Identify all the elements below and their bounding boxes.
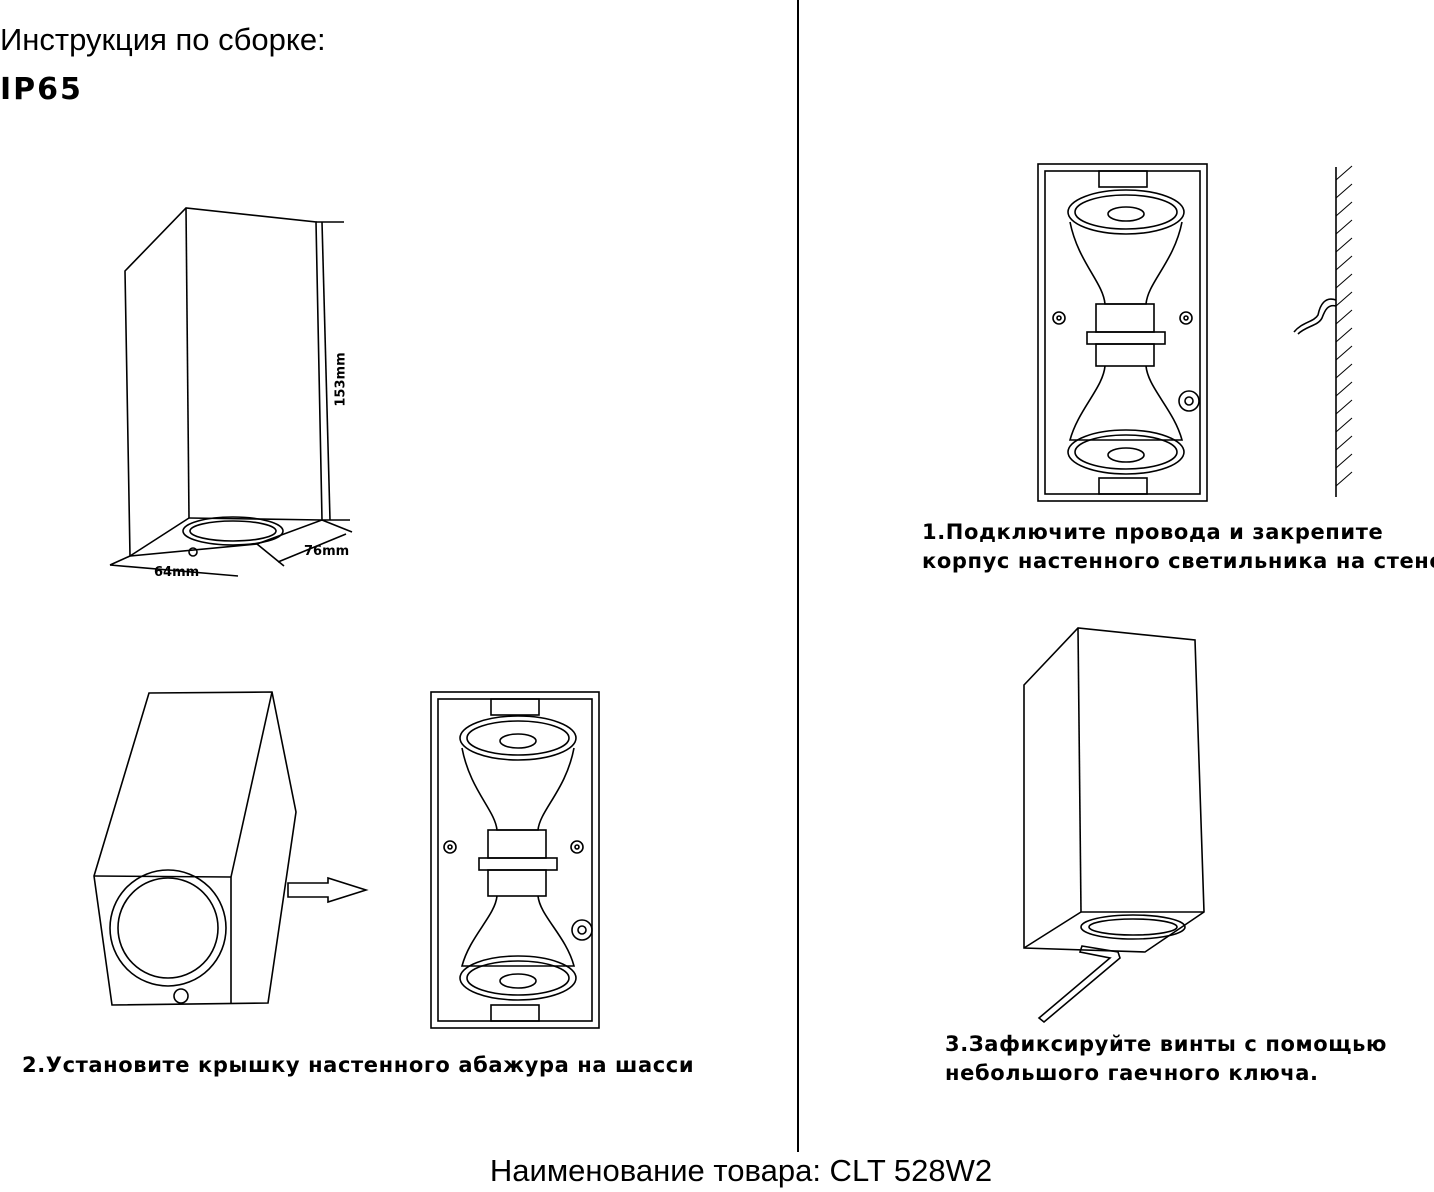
step-2-caption: 2.Установите крышку настенного абажура н…: [22, 1051, 694, 1080]
cover-drawing: [93, 691, 369, 1006]
depth-dimension: 76mm: [304, 544, 350, 559]
dimension-drawing: [109, 207, 353, 577]
ip-rating: IP65: [0, 72, 83, 107]
lamp-key-drawing: [1023, 627, 1205, 1024]
product-name: Наименование товара: CLT 528W2: [489, 1153, 993, 1188]
column-divider: [797, 0, 799, 1152]
height-dimension: 153mm: [333, 352, 349, 407]
page-title: Инструкция по сборке:: [0, 22, 326, 57]
step-3-caption: 3.Зафиксируйте винты с помощью небольшог…: [945, 1030, 1387, 1088]
step-1-line-2: корпус настенного светильника на стене: [922, 549, 1434, 573]
step-1-caption: 1.Подключите провода и закрепите корпус …: [922, 518, 1434, 576]
width-dimension: 64mm: [154, 565, 200, 580]
wall-drawing: [1293, 165, 1353, 497]
chassis-drawing-step2: [430, 691, 600, 1029]
step-3-line-1: 3.Зафиксируйте винты с помощью: [945, 1032, 1387, 1056]
step-3-line-2: небольшого гаечного ключа.: [945, 1061, 1319, 1085]
step-1-line-1: 1.Подключите провода и закрепите: [922, 520, 1384, 544]
step-2-line-1: 2.Установите крышку настенного абажура н…: [22, 1053, 695, 1077]
chassis-drawing-step1: [1037, 163, 1208, 502]
